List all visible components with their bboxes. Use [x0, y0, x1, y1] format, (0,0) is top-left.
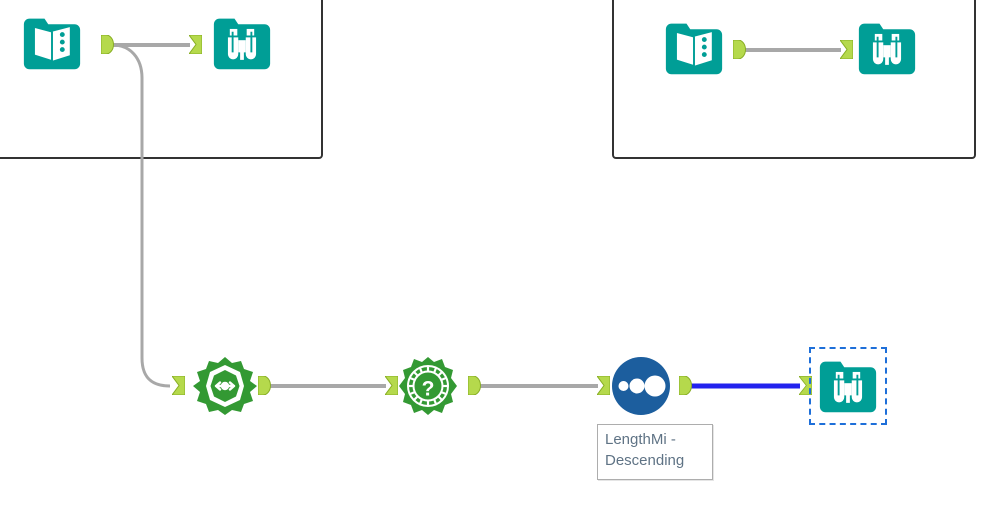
- input-anchor-findnearest-1[interactable]: [385, 376, 398, 395]
- output-anchor-sort-1[interactable]: [679, 376, 692, 395]
- directory-book-icon: [665, 23, 723, 75]
- output-anchor-directory-2[interactable]: [733, 40, 746, 59]
- spatial-question-icon: ?: [399, 357, 457, 415]
- tool-directory-2[interactable]: [664, 18, 724, 78]
- browse-binoculars-icon: [213, 18, 271, 70]
- browse-binoculars-icon: [819, 361, 877, 413]
- input-anchor-browse-1[interactable]: [189, 35, 202, 54]
- tool-browse-1[interactable]: [212, 13, 272, 73]
- input-anchor-browse-2[interactable]: [840, 40, 853, 59]
- output-anchor-distance-1[interactable]: [258, 376, 271, 395]
- output-anchor-findnearest-1[interactable]: [468, 376, 481, 395]
- tool-browse-2[interactable]: [857, 18, 917, 78]
- output-anchor-directory-1[interactable]: [101, 35, 114, 54]
- directory-book-icon: [23, 18, 81, 70]
- browse-binoculars-icon: [858, 23, 916, 75]
- tool-distance-1[interactable]: [191, 356, 259, 416]
- input-anchor-browse-3[interactable]: [799, 376, 812, 395]
- input-anchor-sort-1[interactable]: [597, 376, 610, 395]
- tool-findnearest-1[interactable]: ?: [396, 356, 460, 416]
- tool-browse-3[interactable]: [809, 347, 887, 425]
- annotation-sort-label[interactable]: LengthMi - Descending: [597, 424, 713, 480]
- tool-directory-1[interactable]: [22, 13, 82, 73]
- tool-sort-1[interactable]: [610, 356, 672, 416]
- svg-text:?: ?: [422, 378, 435, 401]
- distance-spatial-icon: [193, 357, 257, 415]
- sort-circles-icon: [612, 357, 670, 415]
- input-anchor-distance-1[interactable]: [172, 376, 185, 395]
